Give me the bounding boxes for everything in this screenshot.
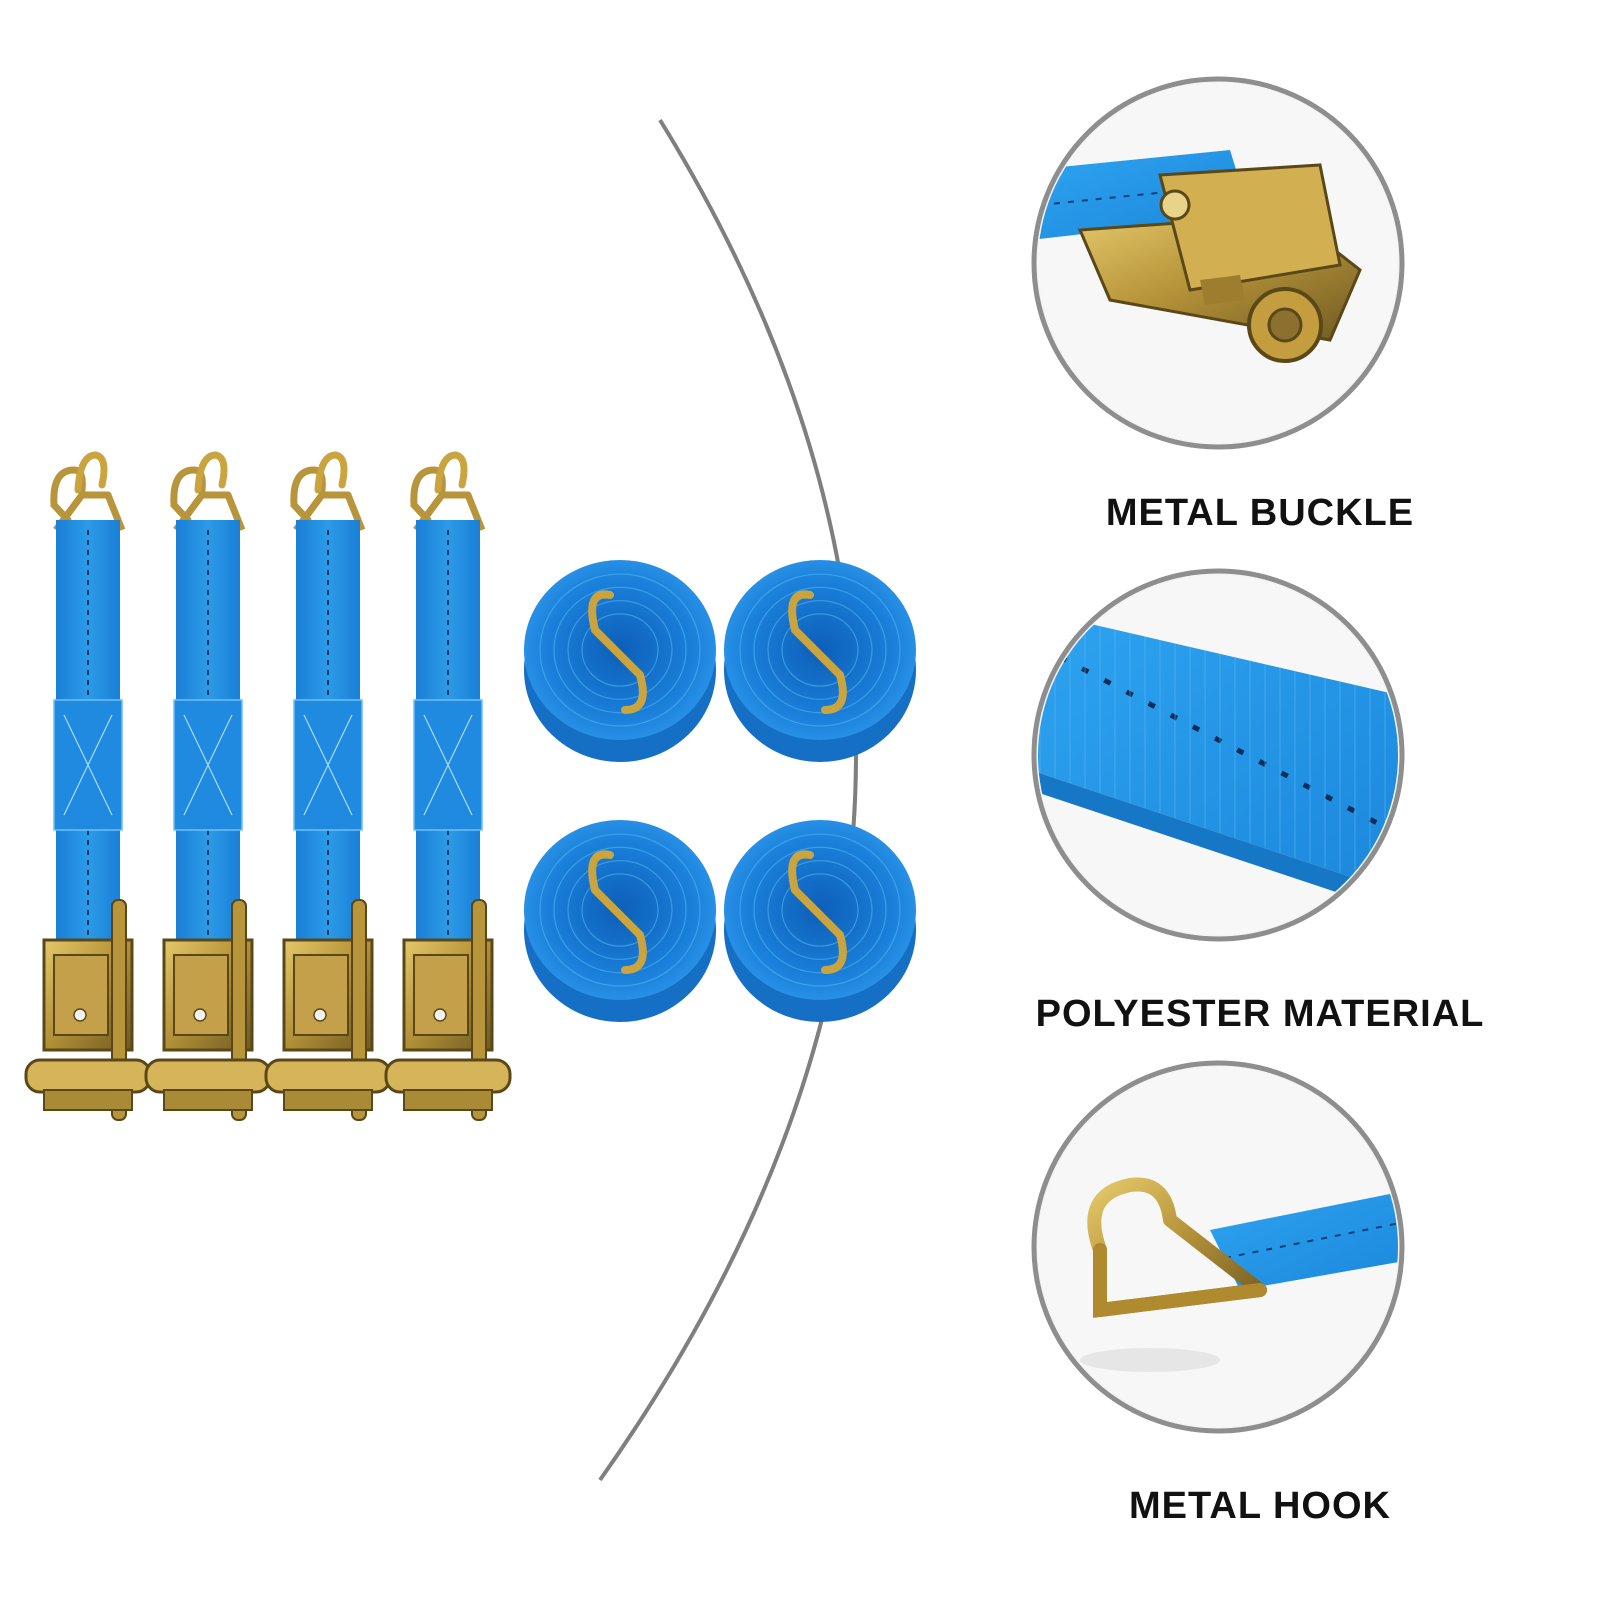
ratchet-strap — [264, 451, 392, 1121]
coiled-strap — [724, 560, 916, 762]
coiled-strap — [524, 820, 716, 1022]
ratchet-straps — [24, 451, 512, 1121]
polyester-material-label: POLYESTER MATERIAL — [1035, 993, 1485, 1035]
coiled-strap — [524, 560, 716, 762]
divider-arc — [598, 118, 858, 1482]
polyester-material-detail — [1031, 568, 1405, 942]
metal-hook-label: METAL HOOK — [1129, 1485, 1391, 1527]
ratchet-strap — [384, 451, 512, 1121]
coiled-strap — [724, 820, 916, 1022]
metal-buckle-detail — [1031, 76, 1405, 450]
metal-buckle-label: METAL BUCKLE — [1105, 492, 1415, 534]
ratchet-strap — [24, 451, 152, 1121]
coiled-straps — [524, 560, 916, 1022]
ratchet-strap — [144, 451, 272, 1121]
metal-hook-detail — [1031, 1060, 1405, 1434]
